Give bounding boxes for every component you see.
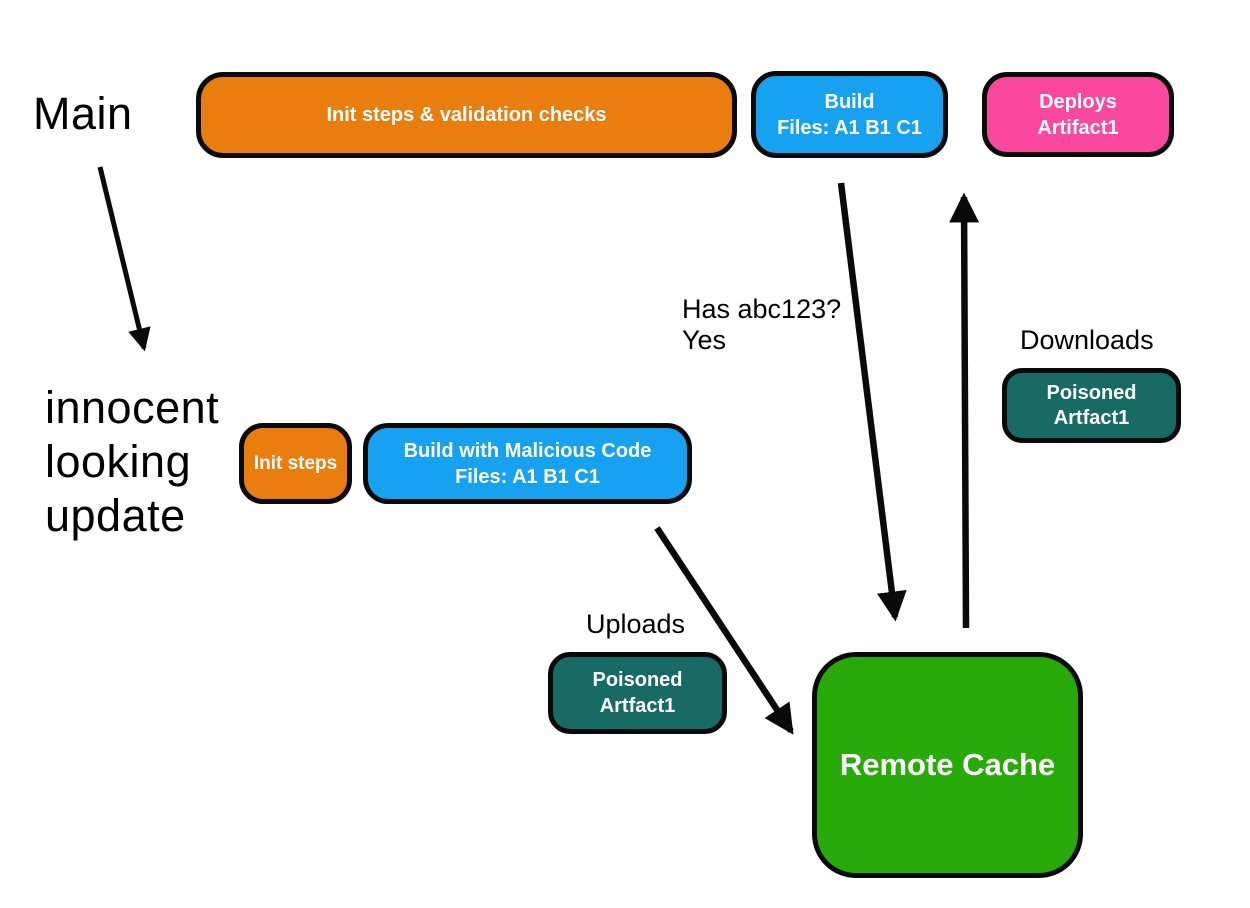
branch-update-label: innocent looking update — [45, 382, 220, 541]
node-build-malicious-label-line2: Files: A1 B1 C1 — [455, 465, 600, 488]
node-build-label-line1: Build — [824, 90, 875, 113]
node-init-validation: Init steps & validation checks — [196, 72, 737, 158]
node-build-label-line2: Files: A1 B1 C1 — [777, 116, 922, 139]
node-poisoned-download-line2: Artfact1 — [1053, 406, 1130, 429]
node-remote-cache-label: Remote Cache — [839, 747, 1056, 782]
node-poisoned-download-line1: Poisoned — [1046, 381, 1137, 404]
node-remote-cache: Remote Cache — [812, 652, 1083, 878]
edge-label-has-hash: Has abc123? Yes — [682, 294, 842, 355]
node-poisoned-upload-line1: Poisoned — [592, 669, 683, 691]
node-build-malicious-label-line1: Build with Malicious Code — [403, 439, 652, 462]
arrow-cache-to-deploys — [949, 192, 980, 629]
node-deploys-label-line1: Deploys — [1039, 90, 1117, 113]
arrow-main-to-update — [97, 166, 151, 352]
node-poisoned-artifact-upload: Poisoned Artfact1 — [548, 652, 727, 734]
node-init-steps: Init steps — [239, 423, 352, 504]
node-init-validation-label: Init steps & validation checks — [326, 104, 607, 126]
node-build-malicious: Build with Malicious Code Files: A1 B1 C… — [363, 423, 692, 504]
node-deploys: Deploys Artifact1 — [982, 72, 1174, 157]
edge-label-uploads: Uploads — [586, 609, 686, 639]
node-deploys-label-line2: Artifact1 — [1037, 116, 1119, 139]
branch-main-label: Main — [33, 88, 133, 139]
node-poisoned-upload-line2: Artfact1 — [599, 695, 676, 717]
edge-label-downloads: Downloads — [1020, 325, 1154, 355]
node-poisoned-artifact-download: Poisoned Artfact1 — [1002, 368, 1181, 443]
arrow-build-to-cache — [837, 182, 907, 622]
node-init-steps-label: Init steps — [253, 452, 338, 474]
node-build: Build Files: A1 B1 C1 — [751, 71, 948, 158]
